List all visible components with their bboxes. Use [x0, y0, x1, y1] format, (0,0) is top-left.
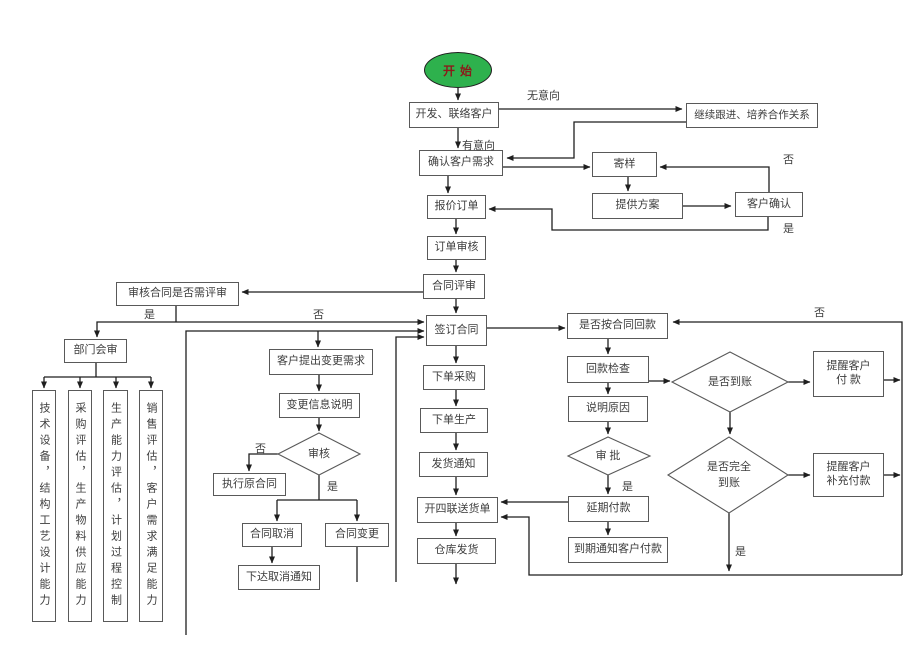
edge-label-no-intention: 无意向 [527, 90, 560, 102]
node-cancel-notice: 下达取消通知 [238, 565, 320, 590]
capability-sales-label: 销售评估，客户需求满足能力 [145, 402, 157, 610]
node-remind-supplement: 提醒客户 补充付款 [813, 453, 884, 497]
change-audit-diamond [276, 432, 362, 476]
node-send-sample: 寄样 [592, 152, 657, 177]
approval-diamond [566, 436, 652, 476]
edge-label-has-intention: 有意向 [462, 140, 495, 152]
edge-label-no-change-audit: 否 [255, 443, 266, 455]
node-confirm-customer-need: 确认客户需求 [419, 150, 503, 176]
node-shipping-notice: 发货通知 [419, 452, 488, 477]
payment-arrived-diamond [670, 351, 790, 413]
node-explain-reason: 说明原因 [568, 396, 648, 422]
node-payment-per-contract: 是否按合同回款 [567, 313, 668, 339]
node-capability-procurement: 采购评估，生产物料供应能力 [68, 390, 92, 622]
node-change-request: 客户提出变更需求 [269, 349, 373, 375]
edge-label-no-payment-loop: 否 [814, 307, 825, 319]
node-change-info: 变更信息说明 [279, 393, 360, 418]
payment-arrived-label: 是否到账 [708, 375, 752, 388]
node-quote-order: 报价订单 [427, 195, 486, 219]
capability-production-label: 生产能力评估，计划过程控制 [109, 402, 122, 610]
node-deferred-payment: 延期付款 [568, 496, 649, 522]
node-need-review: 审核合同是否需评审 [116, 282, 239, 306]
node-order-review: 订单审核 [427, 236, 486, 260]
node-warehouse-ship: 仓库发货 [417, 538, 496, 564]
edge-label-no-customer-confirm: 否 [783, 154, 794, 166]
edge-label-yes-customer-confirm: 是 [783, 223, 794, 235]
fully-arrived-label: 是否完全 到账 [707, 460, 751, 490]
node-dept-review: 部门会审 [64, 339, 127, 363]
node-contract-change: 合同变更 [325, 523, 389, 547]
node-contract-review: 合同评审 [423, 274, 485, 299]
decision-diamonds [276, 351, 790, 514]
node-delivery-note: 开四联送货单 [417, 497, 498, 523]
edge-label-yes-approval: 是 [622, 481, 633, 493]
fully-arrived-diamond [666, 436, 790, 514]
node-develop-contact-customer: 开发、联络客户 [409, 102, 499, 128]
node-purchase-order: 下单采购 [423, 365, 485, 390]
edge-label-yes-change-audit: 是 [327, 481, 338, 493]
node-due-notify: 到期通知客户付款 [568, 537, 668, 563]
edge-label-yes-need-review: 是 [144, 309, 155, 321]
node-production-order: 下单生产 [420, 408, 488, 433]
capability-tech-label: 技术设备，结构工艺设计能力 [38, 402, 50, 610]
node-payment-check: 回款检查 [567, 356, 649, 383]
node-provide-plan: 提供方案 [592, 193, 683, 219]
change-audit-label: 审核 [308, 447, 330, 460]
node-sign-contract: 签订合同 [426, 315, 487, 346]
node-capability-production: 生产能力评估，计划过程控制 [103, 390, 128, 622]
edge-label-no-need-review: 否 [313, 309, 324, 321]
node-contract-cancel: 合同取消 [242, 523, 302, 547]
capability-procurement-label: 采购评估，生产物料供应能力 [74, 402, 86, 610]
edges [41, 88, 903, 635]
node-exec-original-contract: 执行原合同 [213, 473, 286, 496]
edge-label-yes-fully-arrived: 是 [735, 546, 746, 558]
node-customer-confirm: 客户确认 [735, 192, 803, 217]
node-capability-sales: 销售评估，客户需求满足能力 [139, 390, 163, 622]
node-remind-payment: 提醒客户 付 款 [813, 351, 884, 397]
node-follow-up-relationship: 继续跟进、培养合作关系 [686, 103, 818, 128]
node-capability-tech: 技术设备，结构工艺设计能力 [32, 390, 56, 622]
approval-label: 审 批 [595, 449, 621, 462]
start-node: 开 始 [424, 52, 492, 88]
